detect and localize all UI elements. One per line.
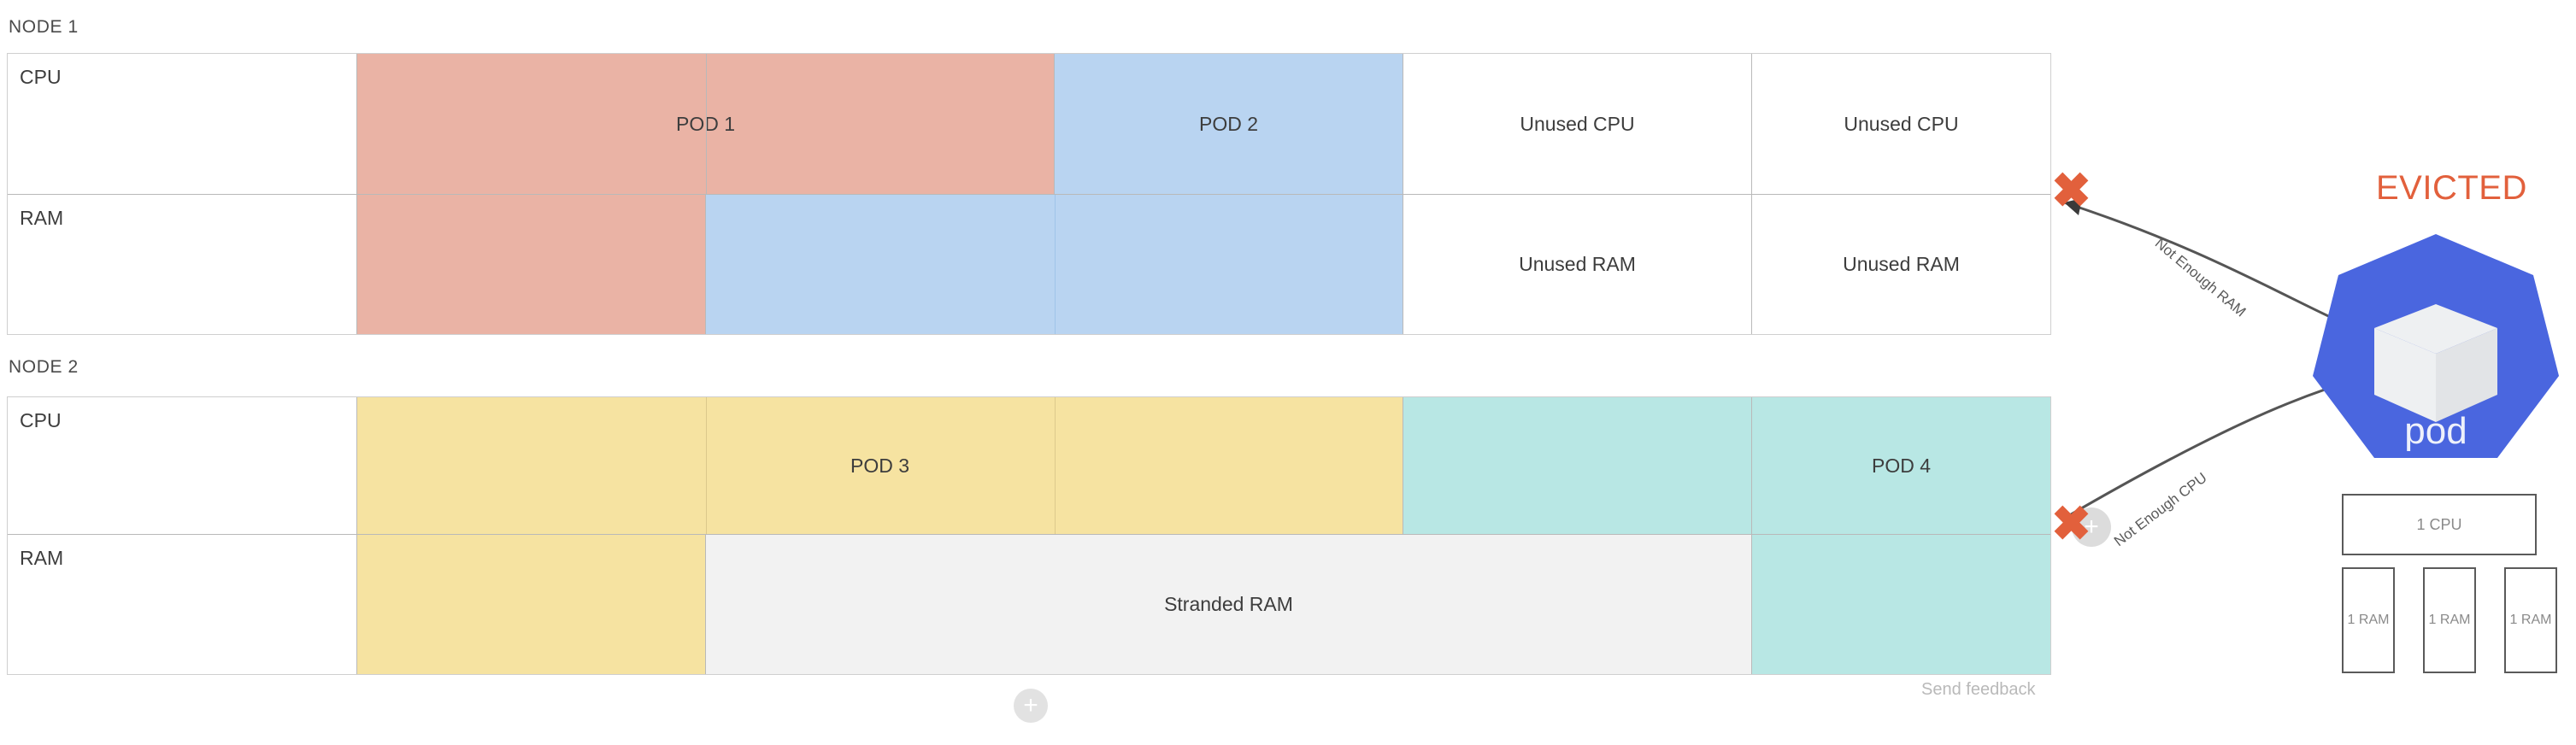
evicted-status-label: EVICTED xyxy=(2376,169,2527,207)
arrow-not-enough-ram-head xyxy=(2064,198,2082,215)
add-button[interactable]: + xyxy=(1014,689,1048,723)
node-2-row-divider xyxy=(8,534,2050,535)
kubernetes-pod-icon[interactable]: pod xyxy=(2308,229,2564,485)
node-2-grid: CPU POD 3 POD 4 RAM Stranded RAM xyxy=(7,396,2051,675)
node-2-ram-pod-3[interactable] xyxy=(357,535,706,674)
node-1-cpu-pod-2[interactable]: POD 2 xyxy=(1055,54,1403,194)
node-1-row-divider xyxy=(8,194,2050,195)
add-node-dot[interactable]: + xyxy=(2072,507,2111,547)
node-1-ram-row: RAM Unused RAM Unused RAM xyxy=(8,195,2050,334)
node-1-cpu-unused-1: Unused CPU xyxy=(1403,54,1752,194)
node-1-ram-internal-divider xyxy=(1055,195,1056,334)
node-2-cpu-internal-divider-b xyxy=(1055,397,1056,534)
node-1-ram-unused-1: Unused RAM xyxy=(1403,195,1752,334)
request-box-cpu: 1 CPU xyxy=(2342,494,2537,555)
request-box-ram-1: 1 RAM xyxy=(2342,567,2395,673)
node-2-cpu-pod-3[interactable]: POD 3 xyxy=(357,397,1403,534)
row-label-cpu: CPU xyxy=(8,54,357,194)
row-label-cpu: CPU xyxy=(8,397,357,534)
node-2-ram-row: RAM Stranded RAM xyxy=(8,535,2050,674)
row-label-ram: RAM xyxy=(8,195,357,334)
x-mark-icon-cpu: ✖ xyxy=(2051,496,2091,550)
node-1-ram-unused-2: Unused RAM xyxy=(1752,195,2050,334)
node-1-cpu-row: CPU POD 1 POD 2 Unused CPU Unused CPU xyxy=(8,54,2050,194)
row-label-ram: RAM xyxy=(8,535,357,674)
node-1-cpu-unused-2: Unused CPU xyxy=(1752,54,2050,194)
node-2-cpu-internal-divider-a xyxy=(706,397,707,534)
node-1-label: NODE 1 xyxy=(9,17,79,37)
node-2-cpu-row: CPU POD 3 POD 4 xyxy=(8,397,2050,534)
request-box-ram-2: 1 RAM xyxy=(2423,567,2476,673)
pod-caption: pod xyxy=(2404,410,2467,452)
request-box-ram-3: 1 RAM xyxy=(2504,567,2557,673)
send-feedback-link[interactable]: Send feedback xyxy=(1921,680,2036,699)
node-1-ram-pod-1[interactable] xyxy=(357,195,706,334)
node-2-cpu-pod-4-part[interactable] xyxy=(1403,397,1752,534)
node-2-ram-stranded: Stranded RAM xyxy=(706,535,1752,674)
node-1-cpu-internal-divider xyxy=(706,54,707,194)
x-mark-icon-ram: ✖ xyxy=(2051,163,2091,217)
node-2-label: NODE 2 xyxy=(9,357,79,377)
node-1-grid: CPU POD 1 POD 2 Unused CPU Unused CPU RA… xyxy=(7,53,2051,335)
node-2-ram-pod-4[interactable] xyxy=(1752,535,2050,674)
node-2-cpu-pod-4[interactable]: POD 4 xyxy=(1752,397,2050,534)
